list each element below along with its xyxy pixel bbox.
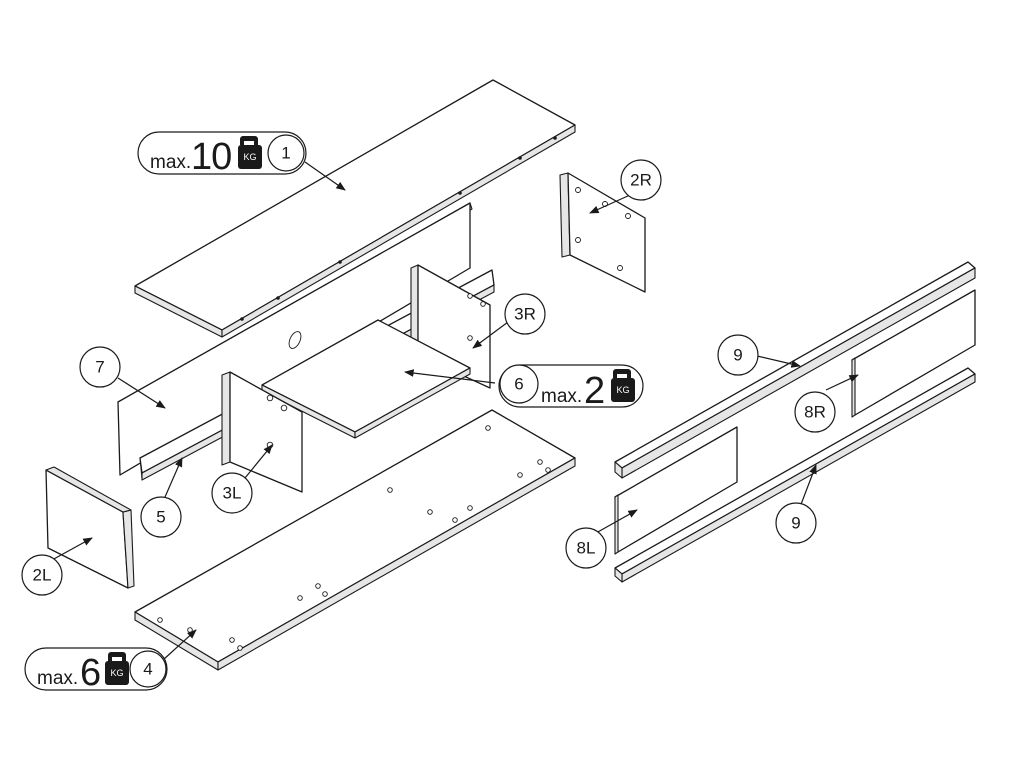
callout-label-4: 4 xyxy=(143,660,152,679)
weight-limit-bottom: max. 6 KG 4 xyxy=(24,647,168,694)
callout-3L: 3L xyxy=(211,472,253,514)
callout-label-9-upper: 9 xyxy=(733,346,742,365)
weight-limit-shelf-unit: KG xyxy=(616,385,629,395)
weight-limit-bottom-value: 6 xyxy=(80,652,100,694)
callout-7: 7 xyxy=(79,346,121,388)
weight-limit-bottom-unit: KG xyxy=(110,668,123,678)
callout-5: 5 xyxy=(140,496,182,538)
part-8L-left-door xyxy=(614,426,738,555)
weight-limit-shelf-prefix: max. xyxy=(541,386,582,407)
callout-label-3L: 3L xyxy=(223,484,242,503)
part-4-bottom-board xyxy=(134,409,576,671)
callout-label-1-pill: 1 xyxy=(281,144,290,163)
callout-8L: 8L xyxy=(565,527,607,569)
part-6-shelf xyxy=(261,319,471,439)
part-2L-left-side-panel xyxy=(45,466,135,589)
callout-label-8R: 8R xyxy=(804,403,826,422)
part-8R-right-door xyxy=(851,289,976,418)
part-7-back-panel xyxy=(117,202,473,476)
callout-label-9-lower: 9 xyxy=(791,514,800,533)
part-9-lower-bar xyxy=(614,367,976,583)
part-1-top-board xyxy=(134,79,576,338)
callout-label-7: 7 xyxy=(95,358,104,377)
callout-9-upper: 9 xyxy=(717,334,759,376)
kettlebell-weight-icon: KG xyxy=(105,652,129,685)
callout-9-lower: 9 xyxy=(775,502,817,544)
callout-label-2L: 2L xyxy=(33,566,52,585)
weight-limit-top-unit: KG xyxy=(243,152,256,162)
weight-limit-shelf: 6 max. 2 KG xyxy=(498,364,644,412)
callout-8R: 8R xyxy=(794,391,836,433)
callout-label-2R: 2R xyxy=(630,171,652,190)
callout-2L: 2L xyxy=(21,554,63,596)
callout-label-6: 6 xyxy=(514,375,523,394)
part-2R-right-side-panel xyxy=(559,172,646,293)
weight-limit-shelf-value: 2 xyxy=(584,370,604,412)
weight-limit-top-prefix: max. xyxy=(150,152,191,173)
callout-3R: 3R xyxy=(504,293,546,335)
callout-label-3R: 3R xyxy=(514,305,536,324)
callout-label-8L: 8L xyxy=(577,539,596,558)
leader-lines xyxy=(51,161,859,661)
kettlebell-weight-icon: KG xyxy=(611,369,635,402)
weight-limit-bottom-prefix: max. xyxy=(37,668,78,689)
callout-2R: 2R xyxy=(620,159,662,201)
callout-label-5: 5 xyxy=(156,508,165,527)
weight-limit-top-value: 10 xyxy=(191,136,231,178)
kettlebell-weight-icon: KG xyxy=(238,136,262,169)
weight-limit-top: max. 10 KG 1 xyxy=(137,131,307,178)
